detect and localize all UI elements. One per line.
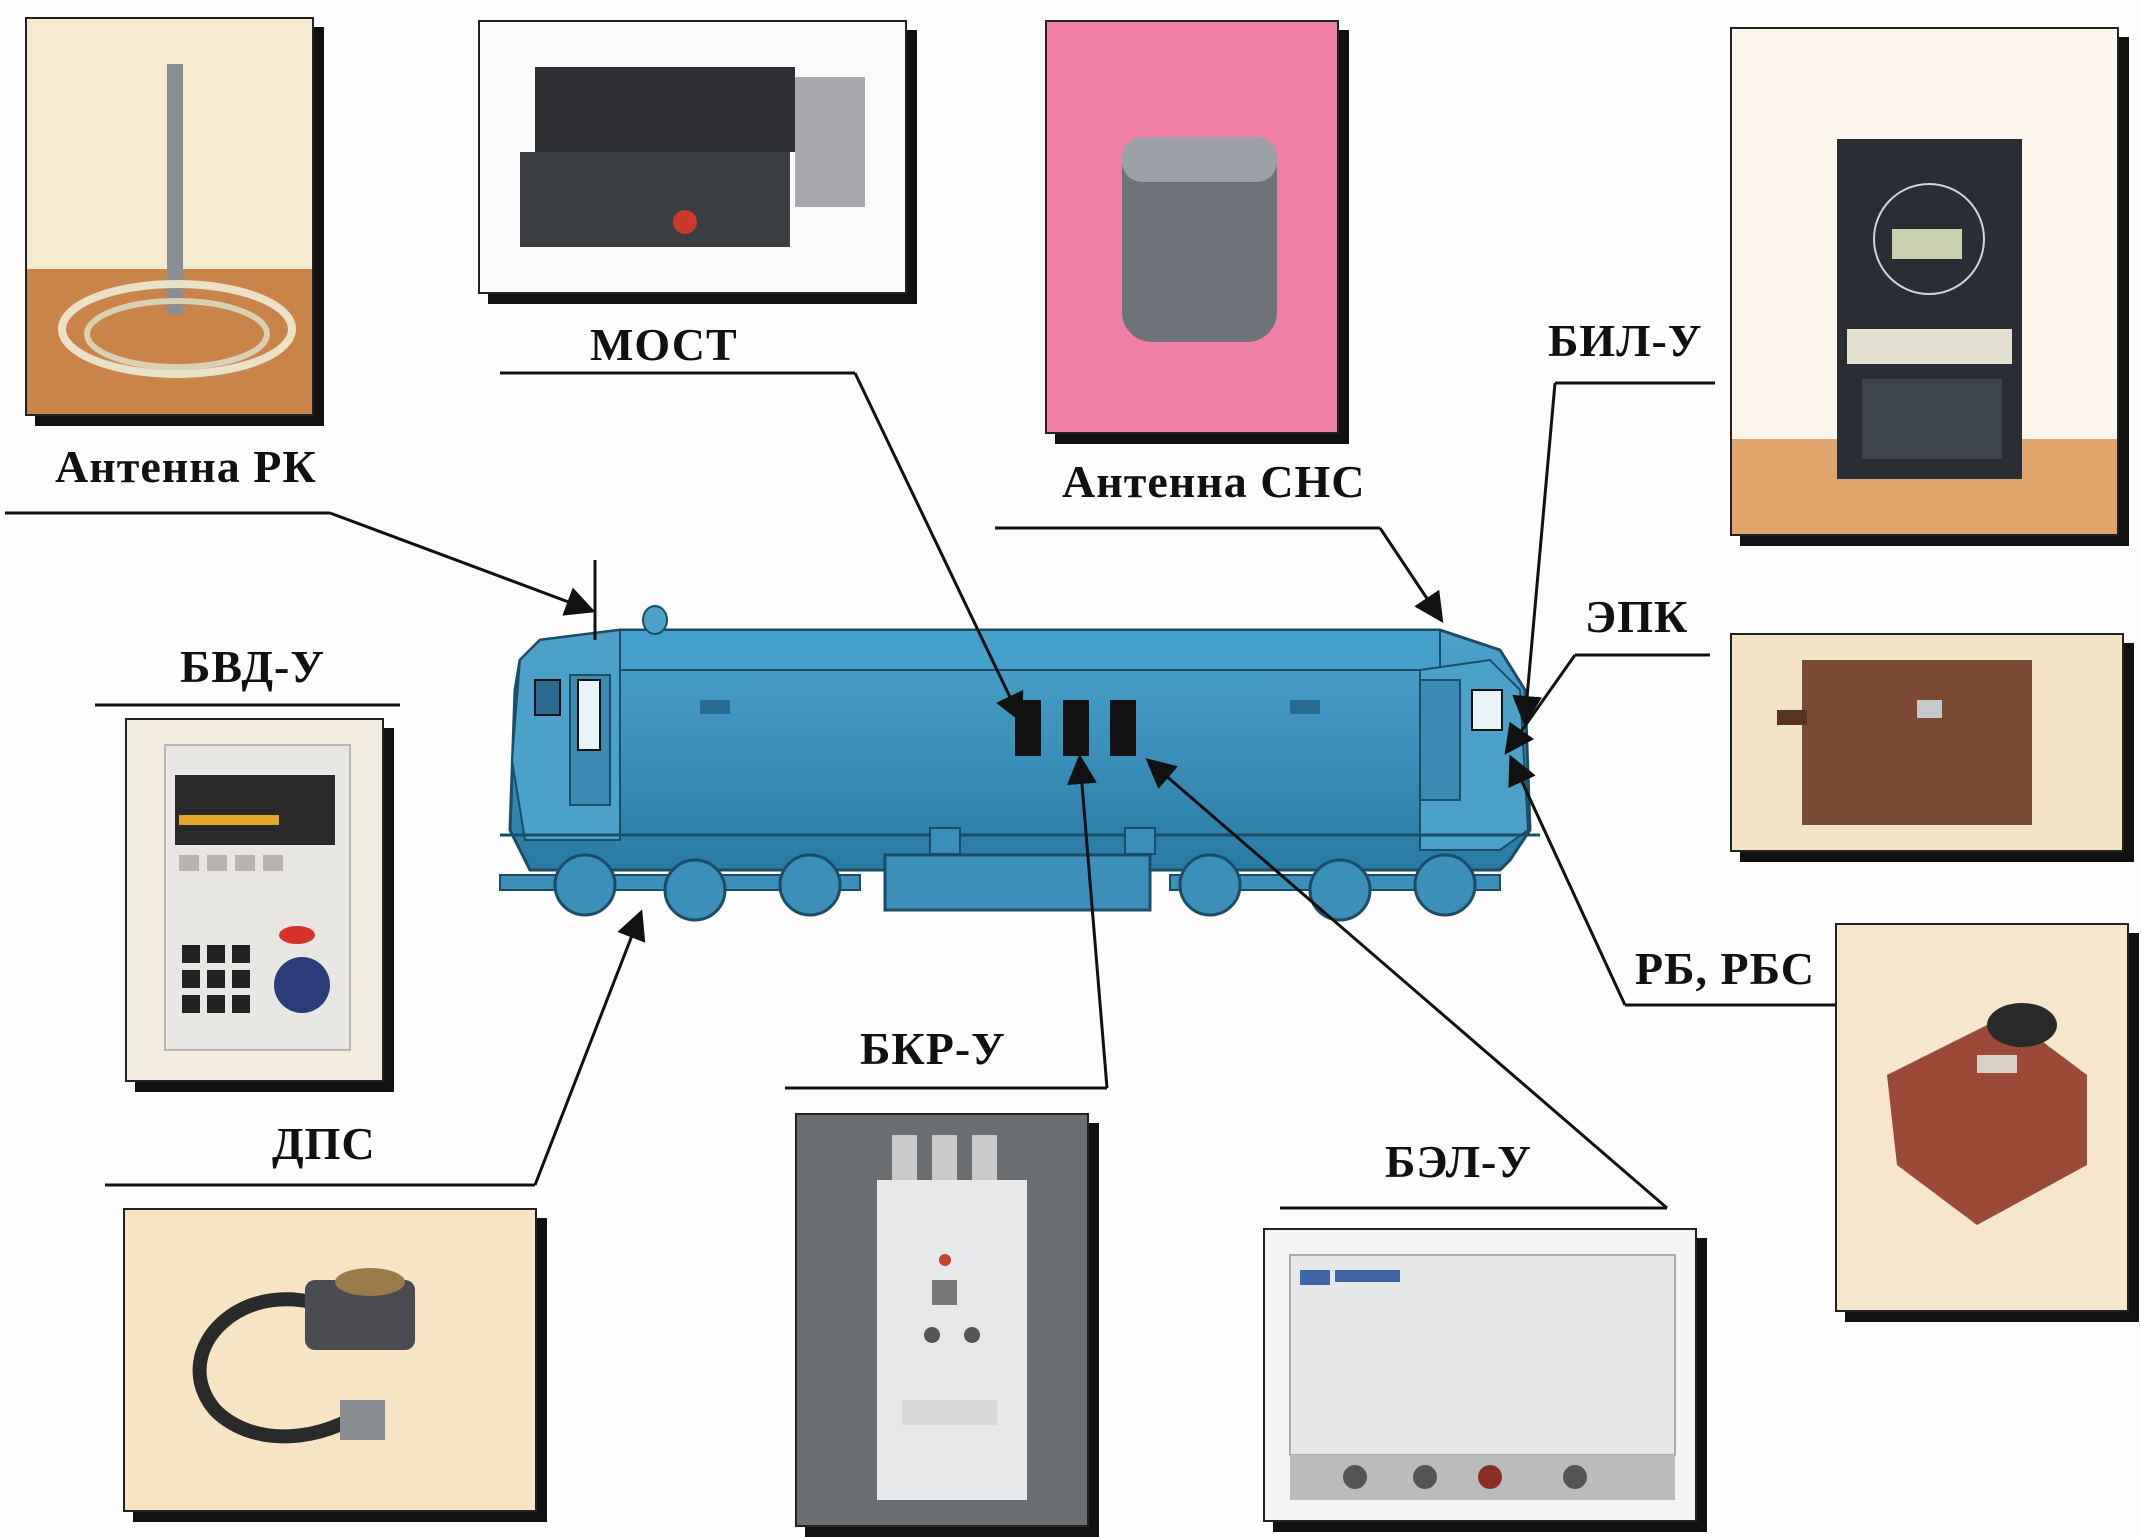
label-antenna-rk: Антенна РК	[55, 441, 317, 492]
bvd-u-photo	[125, 718, 384, 1082]
label-bel-u: БЭЛ-У	[1385, 1136, 1533, 1187]
label-antenna-sns: Антенна СНС	[1062, 456, 1366, 507]
label-rb-rbs: РБ, РБС	[1635, 943, 1815, 994]
antenna-sns-photo	[1045, 20, 1339, 434]
leader-lines	[5, 371, 1835, 1210]
rb-rbs-photo	[1835, 923, 2129, 1312]
label-bvd-u: БВД-У	[180, 641, 326, 692]
label-epk: ЭПК	[1585, 591, 1689, 642]
most-photo	[478, 20, 907, 294]
label-bil-u: БИЛ-У	[1548, 315, 1703, 366]
label-dps: ДПС	[272, 1118, 376, 1169]
bil-u-photo	[1730, 27, 2119, 536]
antenna-rk-photo	[25, 17, 314, 416]
locomotive	[499, 605, 1540, 922]
label-most: МОСТ	[590, 319, 738, 370]
dps-photo	[123, 1208, 537, 1512]
label-bkr-u: БКР-У	[860, 1023, 1006, 1074]
bel-u-photo	[1263, 1228, 1697, 1522]
bkr-u-photo	[795, 1113, 1089, 1527]
epk-photo	[1730, 633, 2124, 852]
